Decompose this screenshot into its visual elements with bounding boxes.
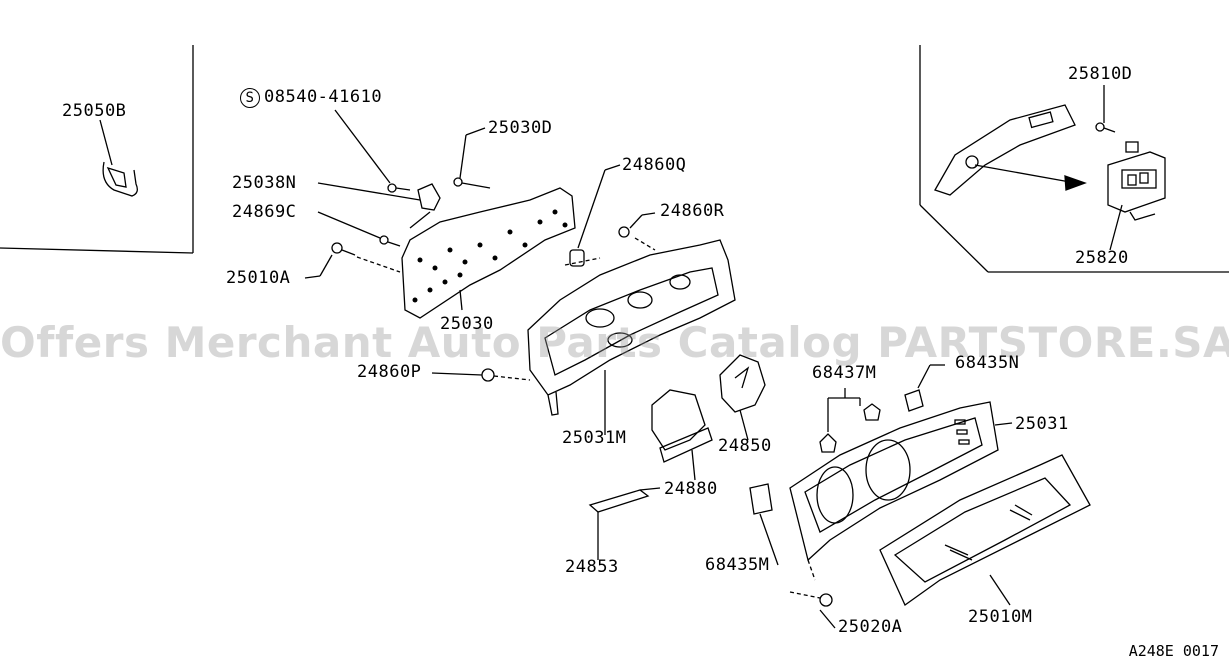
screw-08540-41610 <box>334 109 411 193</box>
label-25031[interactable]: 25031 <box>1015 414 1069 434</box>
label-08540-41610-text: 08540-41610 <box>264 87 383 107</box>
label-68435N[interactable]: 68435N <box>955 353 1020 373</box>
label-24880[interactable]: 24880 <box>664 479 718 499</box>
grommet-24860Q <box>569 164 621 267</box>
part-24880-gauge <box>651 389 713 481</box>
diagram-code: A248E 0017 <box>1128 642 1219 660</box>
grommet-24860P <box>431 368 531 382</box>
part-25010M-lens <box>879 454 1091 606</box>
grommet-24860R <box>618 212 656 238</box>
screw-24869C <box>317 211 401 247</box>
part-25031M-case <box>527 237 736 435</box>
part-25031-cluster-face <box>789 401 1013 562</box>
label-25010M[interactable]: 25010M <box>968 607 1033 627</box>
label-24860R[interactable]: 24860R <box>660 201 725 221</box>
part-dash-panel <box>934 104 1087 196</box>
label-25031M[interactable]: 25031M <box>562 428 627 448</box>
part-24850-gauge <box>719 354 766 441</box>
screw-25810D <box>1095 85 1116 133</box>
inset-frame-right <box>919 45 1229 273</box>
s-symbol-icon: S <box>240 88 260 108</box>
label-25010A[interactable]: 25010A <box>226 268 291 288</box>
label-24869C[interactable]: 24869C <box>232 202 297 222</box>
label-24860P[interactable]: 24860P <box>357 362 422 382</box>
label-68435M[interactable]: 68435M <box>705 555 770 575</box>
part-68435N-bulb <box>904 364 945 412</box>
part-25820-clock <box>1107 141 1166 251</box>
label-25820[interactable]: 25820 <box>1075 248 1129 268</box>
label-25810D[interactable]: 25810D <box>1068 64 1133 84</box>
label-25050B[interactable]: 25050B <box>62 101 127 121</box>
label-25030D[interactable]: 25030D <box>488 118 553 138</box>
part-25030-circuit-board <box>401 187 576 319</box>
screw-25020A <box>789 559 836 629</box>
label-25030[interactable]: 25030 <box>440 314 494 334</box>
watermark: Offers Merchant Auto Parts Catalog PARTS… <box>0 318 1229 367</box>
label-25038N[interactable]: 25038N <box>232 173 297 193</box>
inset-frame-left <box>0 45 194 254</box>
screw-25010A <box>304 242 401 279</box>
label-68437M[interactable]: 68437M <box>812 363 877 383</box>
part-68437M-bulbs <box>819 388 881 453</box>
screw-25038N <box>317 182 441 229</box>
label-24860Q[interactable]: 24860Q <box>622 155 687 175</box>
label-25020A[interactable]: 25020A <box>838 617 903 637</box>
part-68435M-bulb <box>749 483 779 566</box>
label-24853[interactable]: 24853 <box>565 557 619 577</box>
screw-25030D <box>453 127 491 189</box>
part-25050B-bracket <box>99 119 138 197</box>
label-24850[interactable]: 24850 <box>718 436 772 456</box>
part-24853-connector <box>588 487 661 560</box>
